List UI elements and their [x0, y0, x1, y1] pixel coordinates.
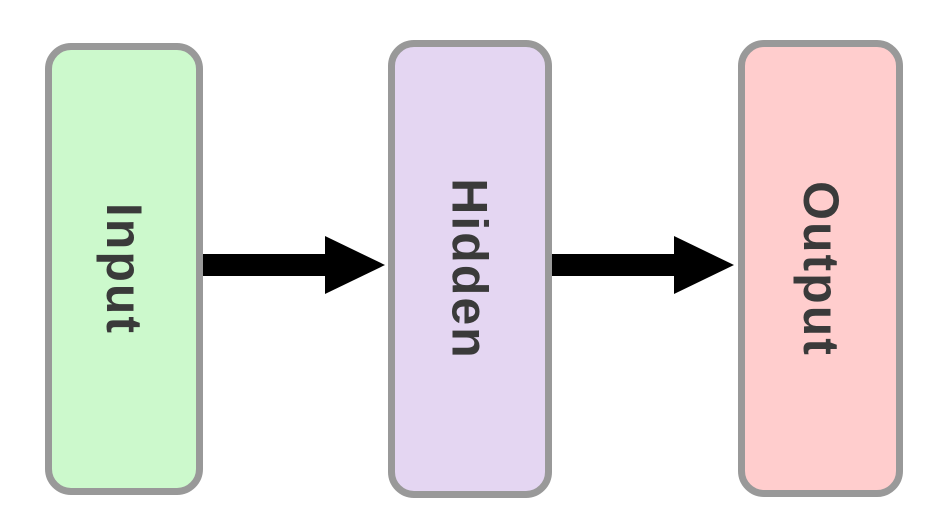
node-output: Output — [738, 40, 903, 497]
node-input: Input — [45, 43, 203, 495]
node-hidden: Hidden — [388, 40, 552, 498]
node-hidden-label: Hidden — [442, 178, 498, 360]
node-output-label: Output — [792, 180, 849, 357]
node-input-label: Input — [95, 202, 152, 336]
arrow-hidden-to-output-icon — [552, 235, 736, 295]
arrow-input-to-hidden-icon — [203, 235, 387, 295]
